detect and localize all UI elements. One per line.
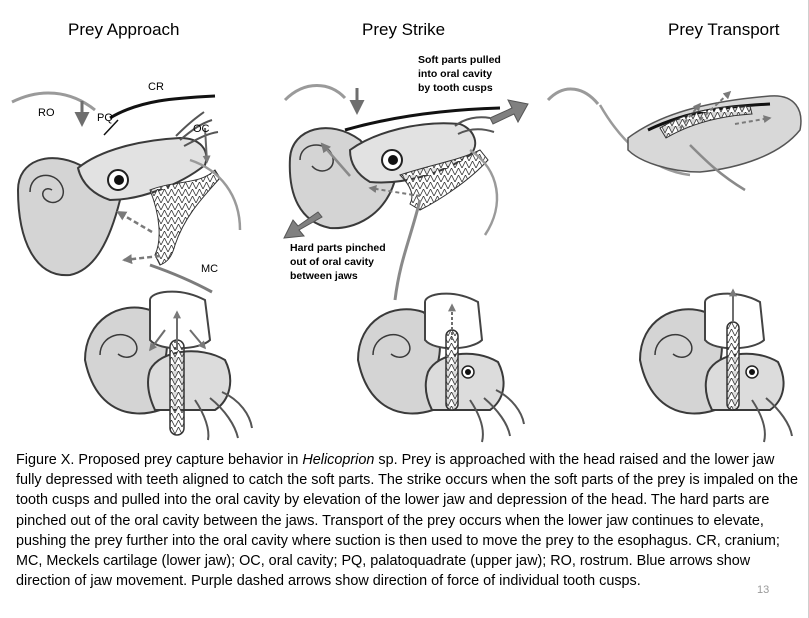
hard-parts-note-3: between jaws — [290, 270, 358, 282]
soft-parts-note-2: into oral cavity — [418, 68, 492, 80]
tooth-column — [170, 340, 184, 435]
hard-parts-arrow — [284, 212, 322, 238]
soft-parts-arrow — [490, 100, 528, 124]
soft-parts-note-1: Soft parts pulled — [418, 54, 501, 66]
strike-panel: Soft parts pulled into oral cavity by to… — [284, 54, 528, 300]
hard-parts-note-2: out of oral cavity — [290, 256, 374, 268]
caption-body: sp. Prey is approached with the head rai… — [16, 452, 798, 589]
jaw-outline — [150, 292, 210, 349]
approach-panel: RO PQ CR OC MC — [12, 81, 240, 292]
label-mc: MC — [201, 263, 218, 275]
pupil-front — [749, 369, 755, 375]
front-view-strike — [358, 294, 524, 442]
pupil-front — [465, 369, 471, 375]
prey-capture-diagram: RO PQ CR OC MC Soft parts pulled — [0, 0, 809, 450]
label-ro: RO — [38, 107, 55, 119]
label-cr: CR — [148, 81, 164, 93]
tooth-column — [727, 322, 739, 410]
front-view-transport — [640, 290, 792, 442]
soft-parts-note-3: by tooth cusps — [418, 82, 493, 94]
head-front — [706, 354, 784, 410]
pupil — [114, 175, 124, 185]
label-pq: PQ — [97, 112, 113, 124]
rostrum-outline — [285, 86, 345, 101]
head-front — [426, 354, 504, 410]
caption-text: Figure X. Proposed prey capture behavior… — [16, 450, 802, 591]
rostrum-outline — [548, 89, 598, 104]
slide-number: 13 — [757, 584, 769, 596]
caption-genus: Helicoprion — [302, 452, 374, 468]
lower-jaw-sweep — [395, 200, 420, 300]
label-oc: OC — [193, 123, 210, 135]
force-arrow-2 — [124, 256, 160, 260]
prey-shape — [628, 96, 801, 172]
front-view-approach — [85, 292, 252, 440]
transport-panel — [548, 89, 801, 190]
force-arrow-1 — [118, 212, 152, 232]
figure-caption: Figure X. Proposed prey capture behavior… — [16, 450, 802, 591]
pupil — [388, 155, 398, 165]
tooth-column — [446, 330, 458, 410]
hard-parts-note-1: Hard parts pinched — [290, 242, 386, 254]
caption-prefix: Figure X. Proposed prey capture behavior… — [16, 452, 302, 468]
head-front — [148, 351, 230, 410]
